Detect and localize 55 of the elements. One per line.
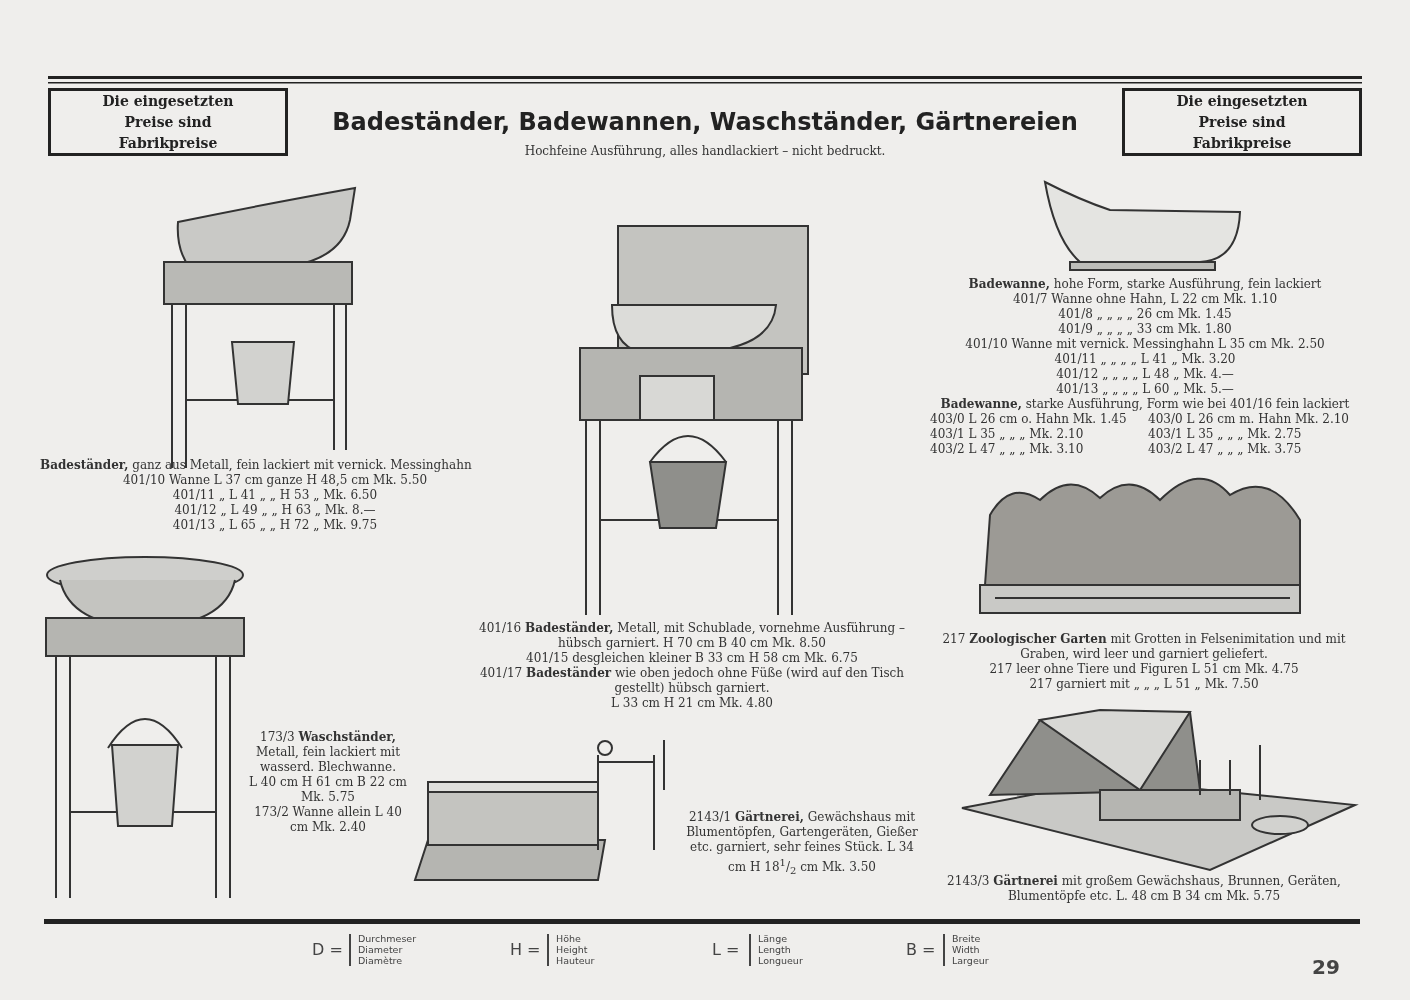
product-description: 2143/1 Gärtnerei, Gewächshaus mit Blumentöpfen, Gartengeräten, Gießer etc. garniert, sehr feines Stück. L 34 cm H 18$^{1}$/$_{2}$ cm Mk. 3.50	[685, 810, 919, 879]
translation: Length	[758, 944, 791, 955]
price-row-text: 403/2 L 47 „ „ „ Mk. 3.10	[930, 442, 1085, 457]
product-description: 173/3 Waschständer, Metall, fein lackiert mit wasserd. Blechwanne.	[255, 730, 401, 775]
translation: Höhe	[556, 933, 581, 944]
price-row-text: 217 leer ohne Tiere und Figuren L 51 cm Mk. 4.75	[988, 662, 1300, 677]
price-row-text: 403/0 L 26 cm o. Hahn Mk. 1.45	[930, 412, 1128, 427]
product-description: 401/17 Badeständer wie oben jedoch ohne Füße (wird auf den Tisch gestellt) hübsch garniert.	[479, 666, 905, 696]
price-row-text: 173/2 Wanne allein L 40 cm Mk. 2.40	[253, 805, 403, 835]
price-row-text: 401/10 Wanne mit vernick. Messinghahn L 35 cm Mk. 2.50	[964, 337, 1326, 352]
price-row-text: 401/10 Wanne L 37 cm ganze H 48,5 cm Mk. 5.50	[121, 473, 429, 488]
price-row-text: 403/1 L 35 „ „ „ Mk. 2.75	[1148, 427, 1303, 442]
notice-box	[1122, 88, 1362, 156]
abbreviation: B =	[906, 940, 936, 959]
price-row-text: 401/11 „ „ „ „ L 41 „ Mk. 3.20	[1053, 352, 1237, 367]
price-row-text: 403/2 L 47 „ „ „ Mk. 3.75	[1148, 442, 1303, 457]
notice-text: Die eingesetzten Preise sind Fabrikpreise	[101, 91, 235, 153]
translation: Largeur	[952, 955, 989, 966]
price-row-text: 401/15 desgleichen kleiner B 33 cm H 58 cm Mk. 6.75	[525, 651, 859, 666]
product-description: Badewanne, hohe Form, starke Ausführung, fein lackiert	[967, 277, 1323, 292]
product-description: 2143/3 Gärtnerei mit großem Gewächshaus, Brunnen, Geräten, Blumentöpfe etc. L. 48 cm B 34 cm Mk. 5.75	[946, 874, 1342, 904]
abbreviation: H =	[510, 940, 541, 959]
translation: Height	[556, 944, 588, 955]
translation: Diamètre	[358, 955, 403, 966]
price-row-text: L 33 cm H 21 cm Mk. 4.80	[610, 696, 774, 711]
translation: Width	[952, 944, 980, 955]
price-row-text: 403/1 L 35 „ „ „ Mk. 2.10	[930, 427, 1085, 442]
notice-text: Die eingesetzten Preise sind Fabrikpreise	[1175, 91, 1309, 153]
price-row-text: 401/12 „ L 49 „ „ H 63 „ Mk. 8.—	[173, 503, 377, 518]
product-description: Badewanne, starke Ausführung, Form wie bei 401/16 fein lackiert	[939, 397, 1351, 412]
translation: Longueur	[758, 955, 803, 966]
translation: Diameter	[358, 944, 403, 955]
notice-box	[48, 88, 288, 156]
page-title: Badeständer, Badewannen, Waschständer, Gärtnereien	[332, 108, 1078, 136]
translation: Breite	[952, 933, 981, 944]
price-row-text: 401/13 „ L 65 „ „ H 72 „ Mk. 9.75	[171, 518, 379, 533]
price-row-text: 401/9 „ „ „ „ 33 cm Mk. 1.80	[1057, 322, 1233, 337]
price-row-text: 401/8 „ „ „ „ 26 cm Mk. 1.45	[1057, 307, 1233, 322]
price-row-text: 401/13 „ „ „ „ L 60 „ Mk. 5.—	[1055, 382, 1235, 397]
price-row-text: 217 garniert mit „ „ „ L 51 „ Mk. 7.50	[1028, 677, 1260, 692]
translation: Hauteur	[556, 955, 595, 966]
product-description: 217 Zoologischer Garten mit Grotten in Felsenimitation und mit Graben, wird leer und garniert geliefert.	[941, 632, 1347, 662]
product-description: 401/16 Badeständer, Metall, mit Schublade, vornehme Ausführung – hübsch garniert. H 70 cm B 40 cm Mk. 8.50	[478, 621, 906, 651]
price-row-text: 403/0 L 26 cm m. Hahn Mk. 2.10	[1148, 412, 1350, 427]
abbreviation: L =	[712, 940, 740, 959]
subtitle: Hochfeine Ausführung, alles handlackiert – nicht bedruckt.	[523, 144, 887, 159]
price-row-text: L 40 cm H 61 cm B 22 cm Mk. 5.75	[248, 775, 408, 805]
product-description: Badeständer, ganz aus Metall, fein lackiert mit vernick. Messinghahn	[40, 458, 473, 473]
page-number: 29	[1312, 955, 1340, 979]
translation: Länge	[758, 933, 787, 944]
price-row-text: 401/7 Wanne ohne Hahn, L 22 cm Mk. 1.10	[1011, 292, 1279, 307]
price-row-text: 401/11 „ L 41 „ „ H 53 „ Mk. 6.50	[171, 488, 379, 503]
translation: Durchmeser	[358, 933, 417, 944]
abbreviation: D =	[312, 940, 343, 959]
price-row-text: 401/12 „ „ „ „ L 48 „ Mk. 4.—	[1055, 367, 1235, 382]
